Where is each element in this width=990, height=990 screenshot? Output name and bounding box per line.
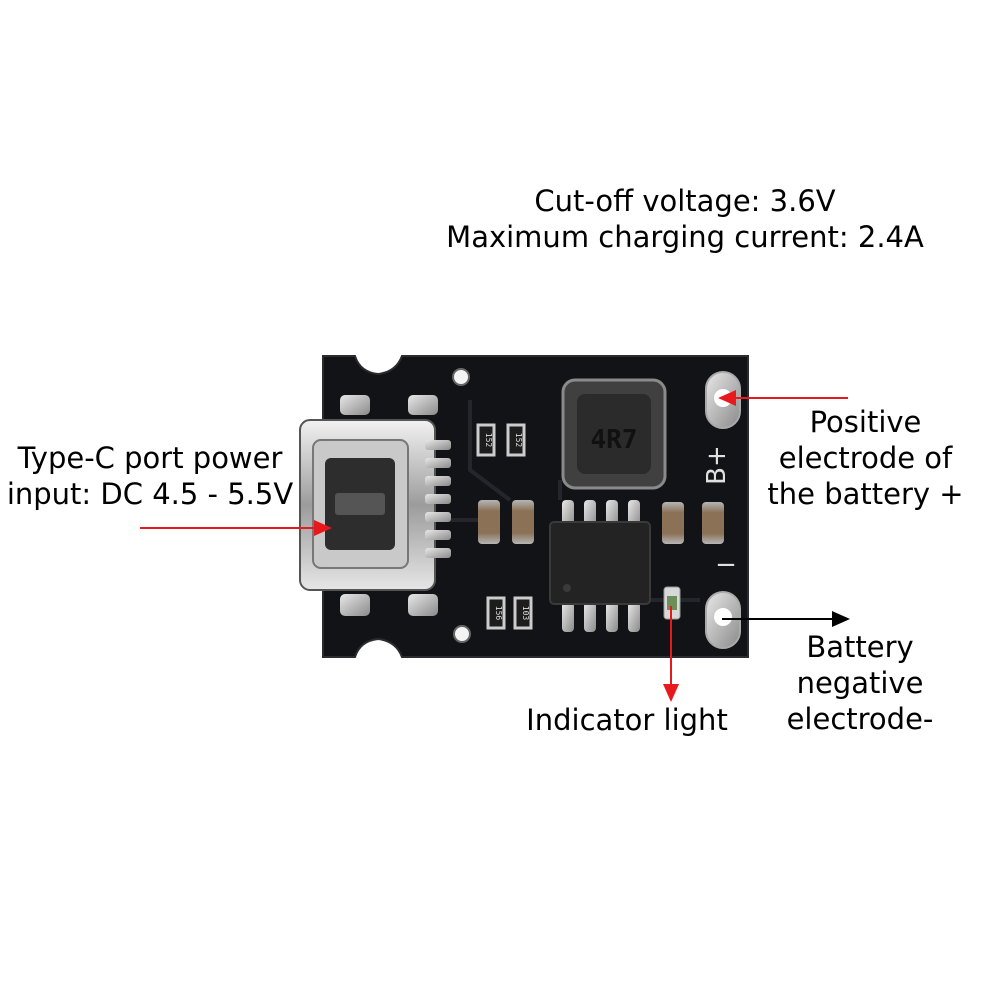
charger-ic [549,500,651,632]
negative-line-1: Battery [806,630,914,664]
usb-c-connector [299,395,451,616]
mounting-hole [452,368,470,386]
positive-terminal [705,371,741,429]
typec-line-1: Type-C port power [17,441,283,475]
indicator-annotation: Indicator light [512,702,742,738]
capacitor [512,500,534,544]
resistor-marking: 152 [514,433,523,448]
inductor-marking: 4R7 [591,425,638,455]
resistor: 152 [476,423,496,457]
negative-annotation: Battery negative electrode- [770,629,950,737]
capacitor [478,500,500,544]
negative-line-2: negative [796,666,924,700]
positive-line-1: Positive [809,405,922,439]
resistor: 103 [513,596,533,630]
indicator-line-1: Indicator light [526,703,728,737]
resistor: 152 [506,423,526,457]
positive-annotation: Positive electrode of the battery + [758,404,973,512]
max-current-text: Maximum charging current: 2.4A [446,220,924,254]
cutoff-voltage-text: Cut-off voltage: 3.6V [534,184,836,218]
resistor-marking: 103 [521,606,530,621]
capacitor [702,502,724,544]
typec-line-2: input: DC 4.5 - 5.5V [6,477,294,511]
resistor: 156 [486,596,506,630]
capacitor [662,502,684,544]
silk-positive: B+ [702,445,732,485]
inductor: 4R7 [561,378,667,490]
mounting-hole [453,625,471,643]
negative-line-3: electrode- [786,702,934,736]
positive-line-3: the battery + [767,477,964,511]
resistor-marking: 152 [484,433,493,448]
spec-annotation: Cut-off voltage: 3.6V Maximum charging c… [430,183,940,255]
positive-line-2: electrode of [778,441,953,475]
typec-annotation: Type-C port power input: DC 4.5 - 5.5V [0,440,300,512]
resistor-marking: 156 [494,606,503,621]
silk-negative: − [715,550,737,580]
